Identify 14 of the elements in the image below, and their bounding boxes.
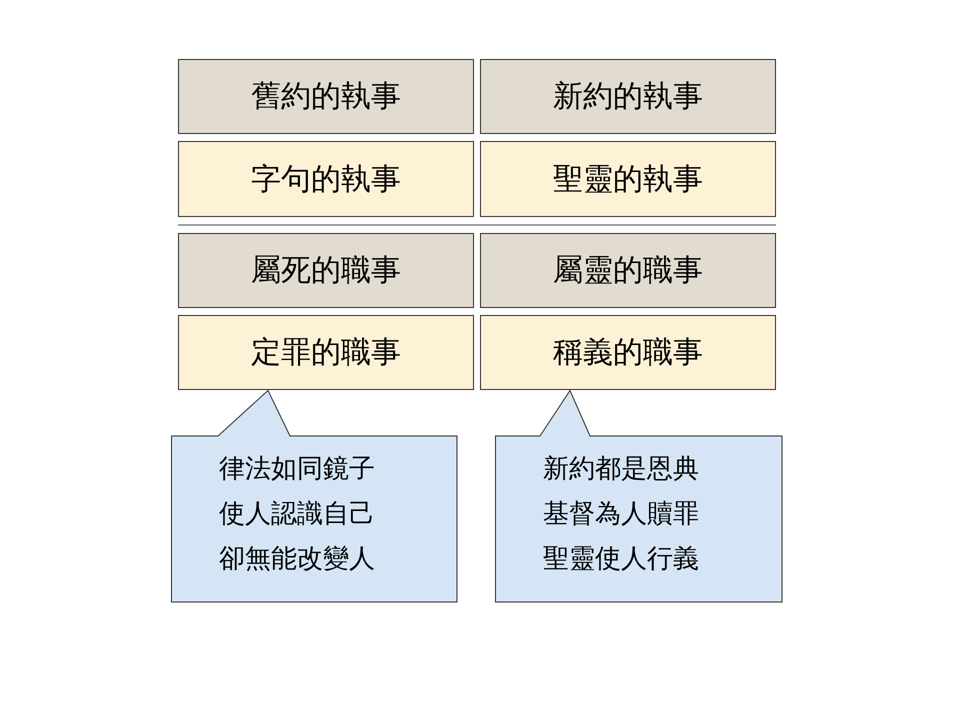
callout-text: 卻無能改變人 bbox=[219, 546, 375, 572]
ministry-box: 定罪的職事 bbox=[178, 315, 474, 390]
ministry-box: 字句的執事 bbox=[178, 141, 474, 217]
callout-text: 律法如同鏡子 bbox=[219, 456, 375, 482]
callout-text: 新約都是恩典 bbox=[543, 456, 699, 482]
callout-text: 聖靈使人行義 bbox=[543, 546, 699, 572]
ministry-box: 屬死的職事 bbox=[178, 233, 474, 308]
ministry-box: 聖靈的執事 bbox=[480, 141, 776, 217]
ministry-box: 舊約的執事 bbox=[178, 59, 474, 134]
ministry-box: 屬靈的職事 bbox=[480, 233, 776, 308]
callout-text: 使人認識自己 bbox=[219, 501, 375, 527]
ministry-box: 稱義的職事 bbox=[480, 315, 776, 390]
ministry-box: 新約的執事 bbox=[480, 59, 776, 134]
callout-text: 基督為人贖罪 bbox=[543, 501, 699, 527]
